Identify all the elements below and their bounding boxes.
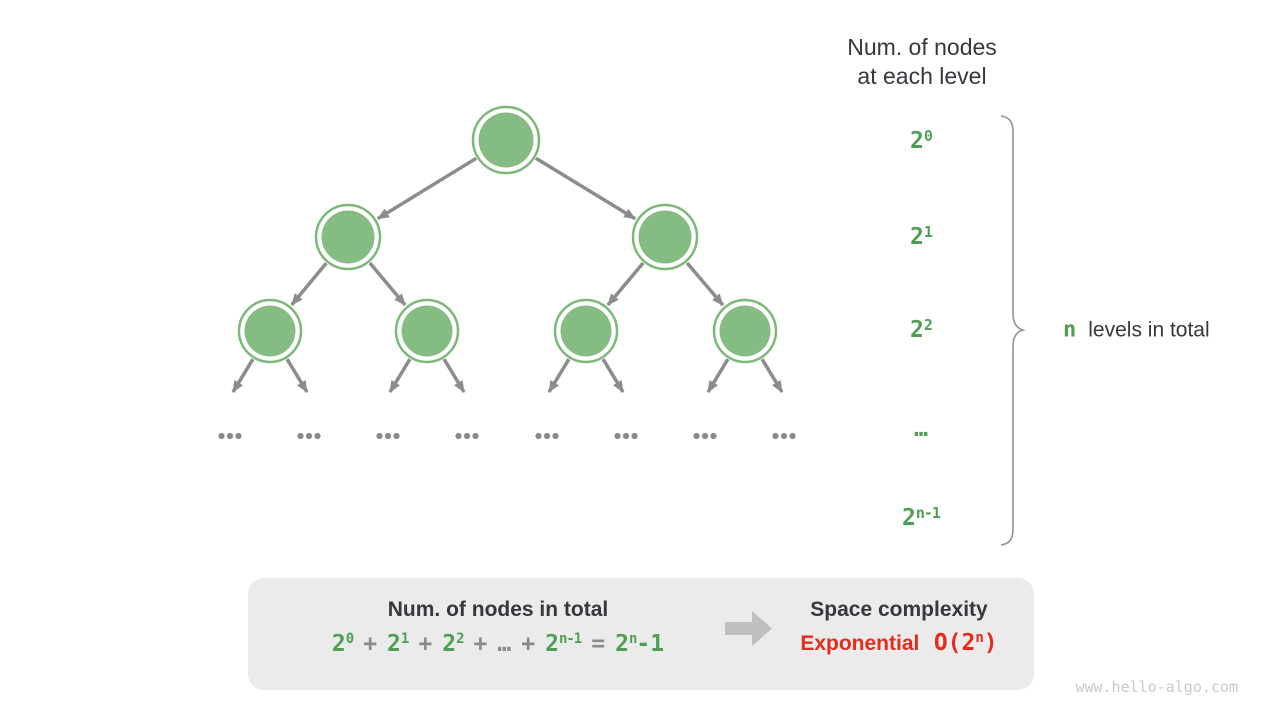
tree-node: [321, 210, 375, 264]
tree-ellipses: [218, 432, 796, 440]
tree-edge: [606, 261, 645, 307]
level-count-label: …: [914, 416, 928, 442]
tree-node: [401, 305, 453, 357]
level-count-label: 21: [910, 223, 933, 250]
formula-token: +: [473, 631, 488, 657]
header-line2: at each level: [857, 63, 987, 89]
formula-token: 2n-1: [545, 631, 582, 657]
total-nodes-formula: 20 +21 +22 + … +2n-1 = 2n-1: [248, 631, 748, 657]
watermark: www.hello-algo.com: [1075, 678, 1238, 696]
complexity-value: Exponential O(2n): [773, 630, 1025, 656]
ellipsis-dot: [710, 432, 717, 440]
tree-node: [560, 305, 612, 357]
tree-edge: [368, 261, 407, 307]
tree-edge: [388, 358, 412, 393]
ellipsis-dot: [543, 432, 551, 440]
ellipsis-dot: [472, 432, 479, 440]
ellipsis-dot: [376, 432, 383, 440]
tree-nodes: [237, 105, 778, 364]
tree-node: [478, 112, 534, 168]
tree-edge: [547, 358, 571, 393]
tree-edge: [601, 358, 625, 393]
ellipsis-dot: [305, 432, 313, 440]
tree-edge: [442, 358, 466, 393]
tree-edge: [285, 358, 309, 393]
ellipsis-dot: [693, 432, 700, 440]
tree-node: [719, 305, 771, 357]
ellipsis-dot: [772, 432, 779, 440]
tree-node: [244, 305, 296, 357]
ellipsis-dot: [789, 432, 796, 440]
formula-token: +: [521, 631, 536, 657]
tree-edge: [534, 156, 637, 221]
ellipsis-dot: [314, 432, 321, 440]
ellipsis-dot: [226, 432, 234, 440]
right-panel-header: Num. of nodes at each level: [782, 33, 1062, 91]
ellipsis-dot: [384, 432, 392, 440]
ellipsis-dot: [622, 432, 630, 440]
summary-box: Num. of nodes in total 20+21+22+…+2n-1=2…: [248, 578, 1034, 690]
tree-edge: [706, 358, 730, 393]
levels-total-label: n levels in total: [1063, 318, 1210, 343]
space-complexity-section: Space complexity Exponential O(2n): [773, 578, 1025, 690]
complexity-big-o: O(2n): [933, 630, 998, 656]
ellipsis-dot: [631, 432, 638, 440]
level-count-label: 2n-1: [902, 504, 941, 531]
formula-token: 22: [442, 631, 464, 657]
formula-token: …: [497, 631, 512, 657]
ellipsis-dot: [297, 432, 304, 440]
total-nodes-title: Num. of nodes in total: [387, 598, 609, 621]
total-nodes-section: Num. of nodes in total 20+21+22+…+2n-1=2…: [248, 578, 748, 690]
ellipsis-dot: [780, 432, 788, 440]
tree-edges: [231, 156, 784, 393]
header-line1: Num. of nodes: [847, 34, 997, 60]
n-symbol: n: [1063, 317, 1077, 343]
ellipsis-dot: [235, 432, 242, 440]
formula-token: 21: [387, 631, 409, 657]
ellipsis-dot: [393, 432, 400, 440]
level-count-label: 20: [910, 127, 933, 154]
level-count-label: 22: [910, 316, 933, 343]
ellipsis-dot: [552, 432, 559, 440]
formula-token: +: [363, 631, 378, 657]
tree-node: [638, 210, 692, 264]
tree-edge: [685, 261, 725, 307]
ellipsis-dot: [455, 432, 462, 440]
ellipsis-dot: [701, 432, 709, 440]
formula-token: 20: [331, 631, 354, 657]
levels-brace: [1000, 115, 1026, 546]
levels-total-text: levels in total: [1088, 318, 1210, 342]
formula-token: +: [418, 631, 433, 657]
formula-token: 2n-1: [615, 631, 665, 657]
tree-edge: [290, 262, 328, 306]
ellipsis-dot: [463, 432, 471, 440]
implies-arrow-icon: [725, 611, 772, 646]
ellipsis-dot: [535, 432, 542, 440]
ellipsis-dot: [218, 432, 225, 440]
complexity-word: Exponential: [800, 632, 920, 655]
tree-edge: [231, 358, 255, 393]
tree-edge: [376, 156, 478, 221]
space-complexity-title: Space complexity: [810, 598, 988, 621]
ellipsis-dot: [614, 432, 621, 440]
formula-token: =: [591, 631, 606, 657]
tree-edge: [760, 358, 784, 393]
